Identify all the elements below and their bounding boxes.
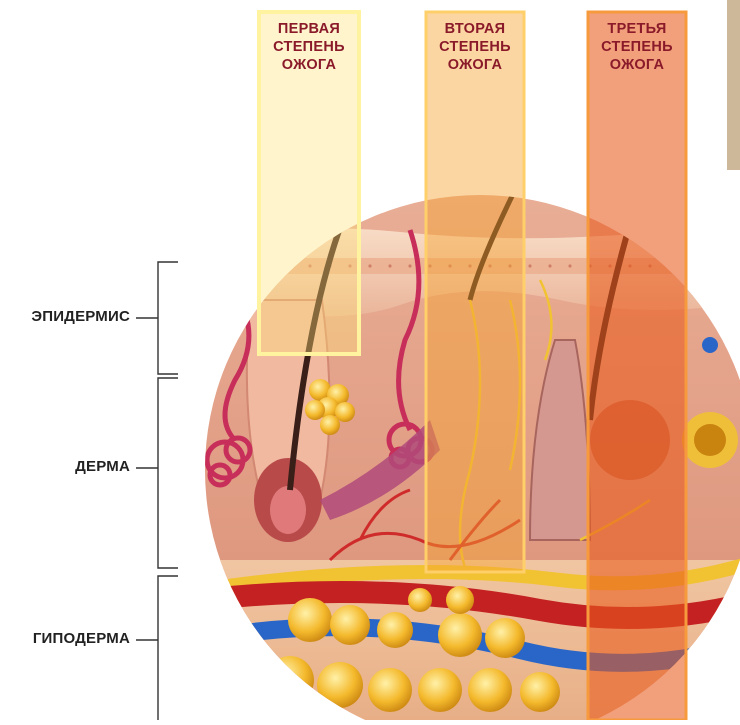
hypodermis-label: ГИПОДЕРМА bbox=[33, 630, 130, 647]
epidermis-label: ЭПИДЕРМИС bbox=[31, 308, 130, 325]
dermis-label: ДЕРМА bbox=[75, 458, 130, 475]
third-degree-title: ТРЕТЬЯ СТЕПЕНЬ ОЖОГА bbox=[590, 20, 684, 74]
corner-photo-fragment bbox=[727, 0, 740, 170]
third-degree-zone bbox=[588, 12, 686, 720]
second-degree-title: ВТОРАЯ СТЕПЕНЬ ОЖОГА bbox=[428, 20, 522, 74]
second-degree-zone bbox=[426, 12, 524, 572]
layer-brackets bbox=[136, 262, 178, 720]
first-degree-title: ПЕРВАЯ СТЕПЕНЬ ОЖОГА bbox=[262, 20, 356, 74]
